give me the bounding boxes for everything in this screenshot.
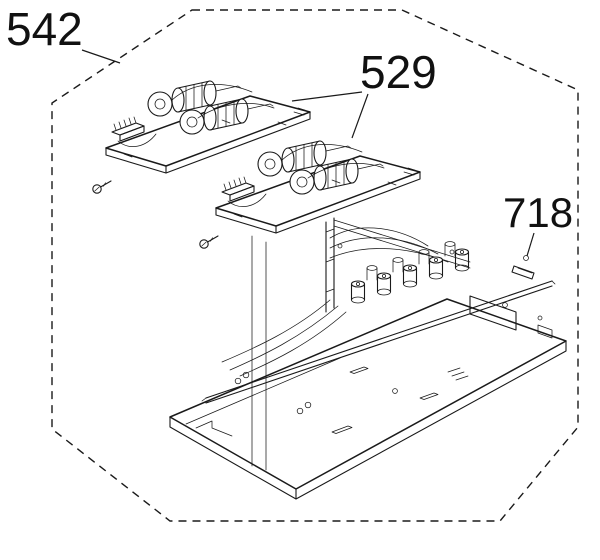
alignment-guide-lines bbox=[251, 235, 267, 471]
label-542-group: 542 bbox=[6, 3, 121, 64]
leader-line-542 bbox=[81, 49, 121, 64]
mounting-screw-lower bbox=[199, 235, 219, 249]
leader-line-529-upper bbox=[291, 91, 363, 102]
bracket-part-718 bbox=[511, 255, 535, 280]
enclosure-dashed-outline bbox=[51, 9, 579, 522]
part-label-542: 542 bbox=[6, 3, 83, 55]
leader-line-718 bbox=[526, 232, 535, 257]
valve-mechanism bbox=[221, 217, 553, 377]
part-label-718: 718 bbox=[503, 189, 573, 236]
cylinder-row-front bbox=[350, 248, 470, 304]
leader-line-529-lower bbox=[351, 93, 369, 139]
main-chassis bbox=[169, 217, 567, 500]
label-718-group: 718 bbox=[503, 189, 573, 257]
mounting-screw-upper bbox=[92, 180, 112, 194]
label-529-group: 529 bbox=[291, 46, 437, 139]
pump-assembly-lower bbox=[215, 140, 421, 234]
part-label-529: 529 bbox=[360, 46, 437, 98]
